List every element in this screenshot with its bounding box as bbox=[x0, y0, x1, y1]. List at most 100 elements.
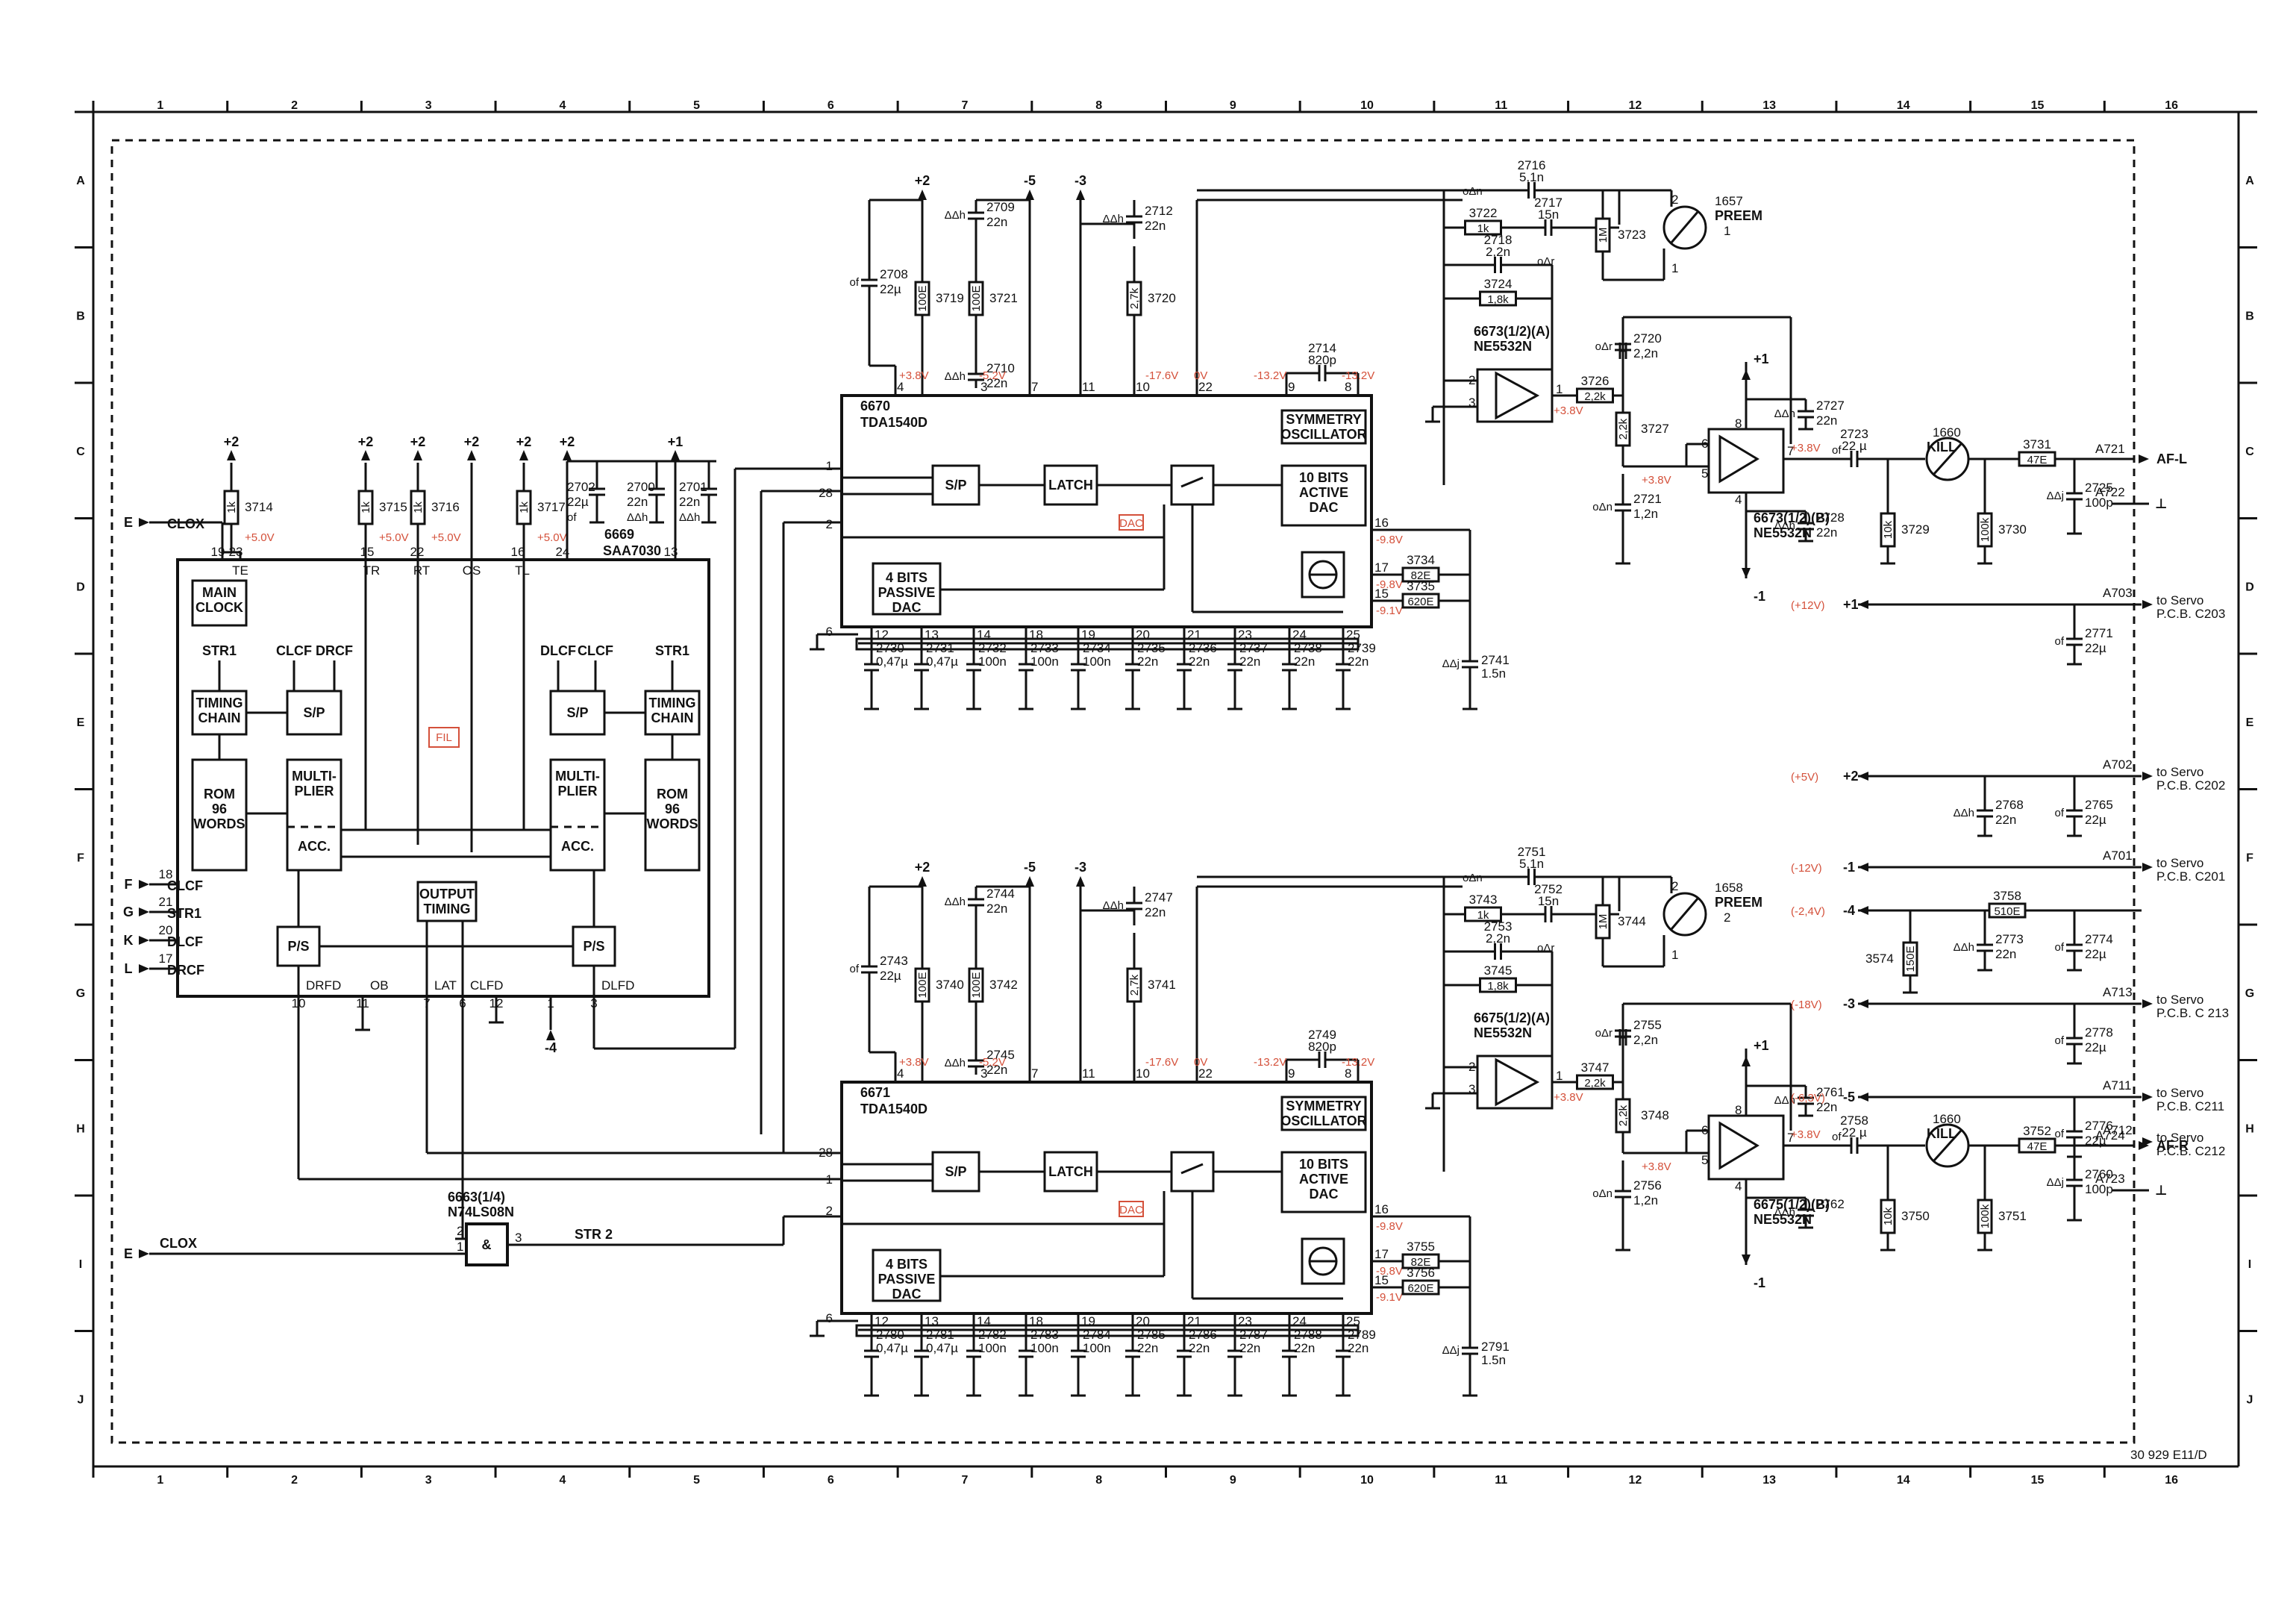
pin-name: TL bbox=[515, 563, 530, 578]
test-voltage: -5.2V bbox=[979, 369, 1006, 382]
resistor-ref: 3574 bbox=[1865, 952, 1894, 966]
resistor bbox=[1479, 290, 1517, 307]
switch-arm bbox=[1933, 443, 1962, 475]
ic-part: TDA1540D bbox=[860, 1102, 928, 1116]
capacitor-value: 22n bbox=[1816, 1100, 1837, 1114]
capacitor-ref: 2725 bbox=[2085, 481, 2113, 495]
capacitor-value: 22µ bbox=[2085, 641, 2106, 655]
grid-col-label: 9 bbox=[1230, 1474, 1236, 1487]
capacitor-tag: ΔΔh bbox=[1774, 1094, 1795, 1107]
grid-col-label: 1 bbox=[157, 99, 163, 112]
capacitor-value: 15n bbox=[1538, 207, 1559, 222]
resistor-value: 100E bbox=[970, 972, 983, 998]
grid-row-label: F bbox=[2246, 852, 2253, 864]
rail-arrow bbox=[519, 450, 528, 460]
rail-arrow bbox=[227, 450, 236, 460]
resistor-ref: 3722 bbox=[1469, 206, 1498, 220]
capacitor-tag: ΔΔj bbox=[2047, 1176, 2064, 1189]
resistor-value: 100k bbox=[1979, 517, 1992, 542]
resistor bbox=[1576, 1074, 1614, 1090]
capacitor-value: 22n bbox=[1816, 525, 1837, 540]
capacitor-value: 22n bbox=[1189, 1341, 1210, 1355]
connector-ref: A701 bbox=[2103, 849, 2133, 863]
signal-arrow bbox=[139, 518, 149, 527]
saa7030-body bbox=[176, 558, 710, 998]
switch-name: KILL bbox=[1927, 1126, 1956, 1141]
servo-pcb: P.C.B. C211 bbox=[2156, 1099, 2224, 1113]
switch-name: KILL bbox=[1927, 440, 1956, 454]
resistor bbox=[1615, 1098, 1631, 1134]
test-voltage: -13.2V bbox=[1254, 1056, 1286, 1069]
passive-dac-label: DAC bbox=[892, 600, 922, 615]
grid-col-label: 7 bbox=[962, 99, 969, 112]
resistor-value: 100E bbox=[970, 285, 983, 311]
capacitor-ref: 2736 bbox=[1189, 641, 1217, 655]
switch-name: PREEM bbox=[1715, 895, 1762, 910]
rail-label: +2 bbox=[410, 434, 426, 449]
opamp-ref: 6675(1/2)(A) bbox=[1474, 1010, 1550, 1025]
capacitor-value: 22n bbox=[1145, 905, 1166, 919]
active-dac bbox=[1280, 464, 1367, 527]
capacitor-value: 22n bbox=[1145, 219, 1166, 233]
capacitor-value: 22n bbox=[986, 376, 1007, 390]
active-dac-label: ACTIVE bbox=[1299, 1172, 1348, 1187]
capacitor-value: 22n bbox=[1294, 654, 1315, 669]
resistor-value: 2,7k bbox=[1128, 287, 1141, 309]
capacitor-tag: of bbox=[2054, 635, 2064, 648]
switch-arm bbox=[1670, 897, 1700, 930]
capacitor-tag: ΔΔj bbox=[1442, 1344, 1460, 1357]
grid-row-label: H bbox=[2245, 1122, 2254, 1135]
resistor bbox=[1464, 219, 1502, 236]
passive-dac-label: PASSIVE bbox=[878, 585, 936, 600]
capacitor-tag: ΔΔh bbox=[945, 209, 966, 222]
resistor-ref: 3714 bbox=[245, 500, 273, 514]
rail-label: -3 bbox=[1075, 860, 1086, 875]
capacitor-value: 22µ bbox=[880, 282, 901, 296]
capacitor-ref: 2789 bbox=[1348, 1328, 1376, 1342]
latch-label: LATCH bbox=[1048, 478, 1093, 493]
ic-ref: 6669 bbox=[604, 527, 634, 542]
capacitor-tag: oΔn bbox=[1592, 501, 1612, 513]
resistor-value: 1k bbox=[1477, 222, 1489, 235]
grid-row-label: F bbox=[77, 852, 84, 864]
capacitor-tag: of bbox=[2054, 1034, 2064, 1047]
capacitor-ref: 2733 bbox=[1030, 641, 1059, 655]
resistor bbox=[1902, 941, 1918, 977]
grid-col-label: 14 bbox=[1897, 99, 1910, 112]
active-dac-label: 10 BITS bbox=[1299, 1157, 1348, 1172]
resistor bbox=[968, 281, 984, 316]
active-dac-label: DAC bbox=[1310, 500, 1339, 515]
capacitor-value: 22n bbox=[679, 495, 700, 509]
grid-row-label: B bbox=[76, 310, 85, 322]
pin-number: 7 bbox=[1787, 444, 1794, 458]
grid-col-label: 7 bbox=[962, 1474, 969, 1487]
capacitor-tag: ΔΔj bbox=[2047, 490, 2064, 502]
switch-name: PREEM bbox=[1715, 208, 1762, 223]
connector-ref: A722 bbox=[2095, 485, 2125, 499]
grid-row-label: E bbox=[2246, 716, 2254, 729]
resistor-value: 100k bbox=[1979, 1204, 1992, 1228]
pin-number: 7 bbox=[1031, 1066, 1038, 1081]
resistor-ref: 3741 bbox=[1148, 978, 1176, 992]
resistor bbox=[1880, 512, 1896, 548]
main-clock-label: MAIN bbox=[202, 585, 237, 600]
capacitor-ref: 2749 bbox=[1308, 1028, 1336, 1042]
rail-label: -4 bbox=[545, 1040, 557, 1055]
grid-row-label: G bbox=[2245, 987, 2254, 1000]
resistor bbox=[914, 967, 930, 1003]
resistor-ref: 3716 bbox=[431, 500, 460, 514]
capacitor-tag: ΔΔh bbox=[945, 370, 966, 383]
opamp-a bbox=[1495, 371, 1540, 420]
symmetry-osc bbox=[1280, 1096, 1367, 1131]
pin-number: 22 bbox=[1198, 380, 1213, 394]
pin-name: RT bbox=[413, 563, 430, 578]
pin-number: 23 bbox=[1238, 628, 1252, 642]
pin-number: 24 bbox=[1292, 628, 1307, 642]
resistor-value: 620E bbox=[1407, 596, 1433, 608]
capacitor-value: 1.5n bbox=[1481, 666, 1506, 681]
resistor-value: 47E bbox=[2027, 1140, 2048, 1153]
resistor bbox=[1880, 1199, 1896, 1234]
signal-label: CLOX bbox=[160, 1236, 197, 1251]
connector-ref: A702 bbox=[2103, 757, 2133, 772]
